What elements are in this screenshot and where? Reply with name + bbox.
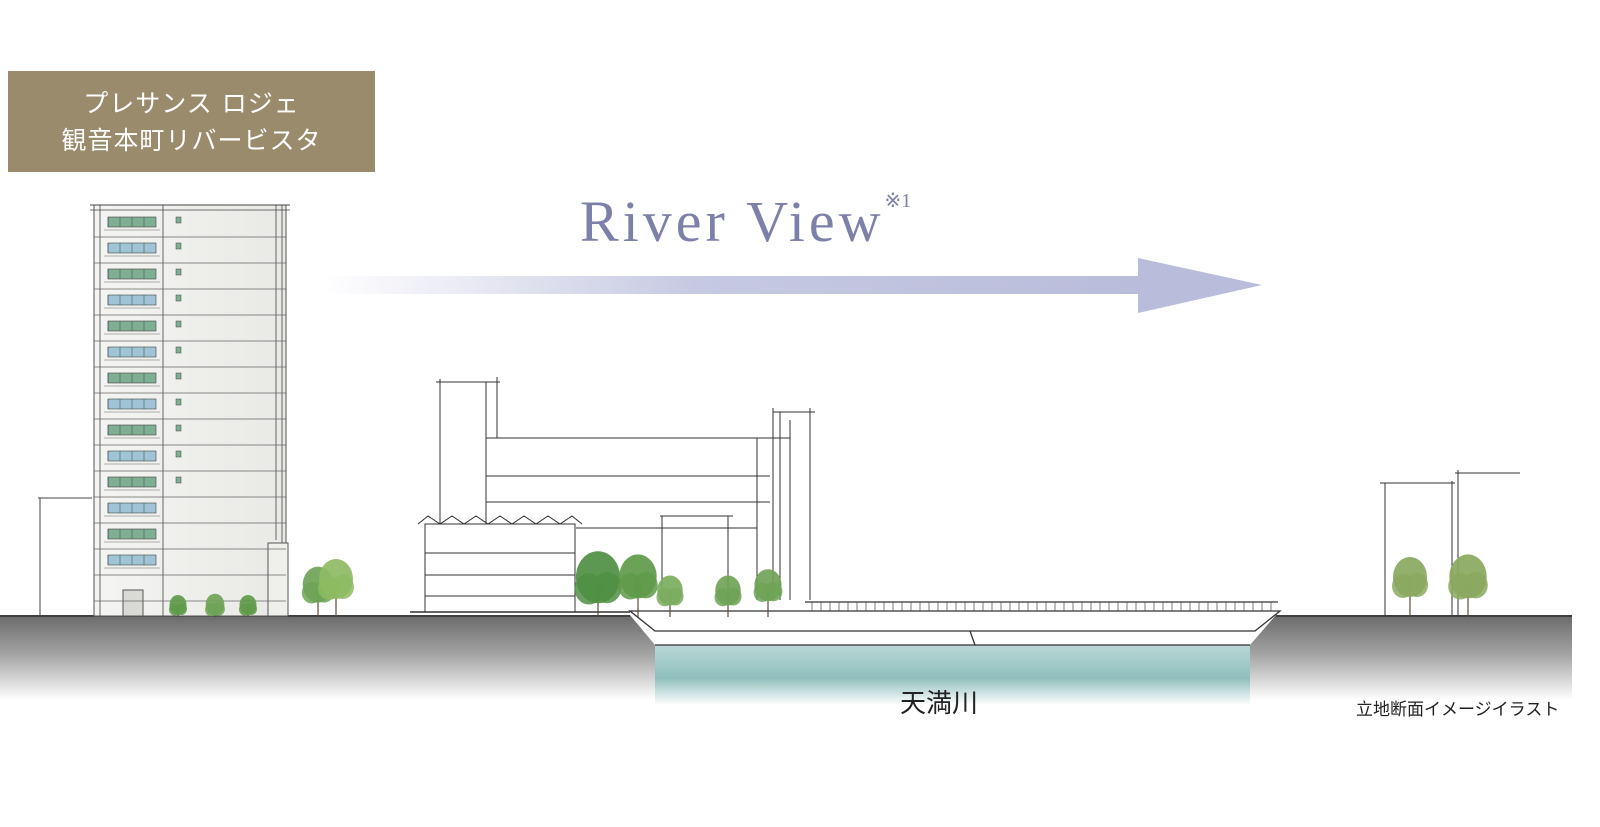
footnote-mark: ※1 [884, 189, 912, 212]
tower-window [104, 502, 160, 517]
tower-window [104, 346, 182, 361]
tree [318, 559, 354, 617]
river-view-text: River View [580, 189, 885, 254]
tower-window [104, 320, 182, 335]
river-view-headline: River View※1 [580, 188, 911, 255]
tree [753, 569, 783, 617]
tower-window [104, 242, 182, 257]
tree [239, 595, 257, 617]
tree [574, 551, 622, 617]
tower-window [104, 268, 182, 283]
tree [656, 575, 684, 617]
tower-window [104, 450, 182, 465]
illustration-caption: 立地断面イメージイラスト [1356, 700, 1560, 720]
river-view-arrow [322, 258, 1262, 313]
tower-window [104, 424, 182, 439]
tree [1448, 554, 1488, 617]
tower-window [104, 554, 160, 569]
tree [1392, 557, 1428, 617]
trees [169, 551, 1488, 617]
factory-building [410, 377, 815, 613]
tower-building [90, 204, 290, 617]
left-building-outline [38, 497, 92, 616]
tree [205, 593, 225, 617]
river-label: 天満川 [900, 689, 979, 719]
tree [169, 595, 187, 617]
tower-window [104, 216, 182, 231]
river-water [655, 645, 1250, 705]
property-name-line1: プレサンス ロジェ [83, 88, 300, 118]
property-name-box: プレサンス ロジェ 観音本町リバービスタ [8, 71, 375, 172]
tree [714, 575, 742, 617]
tower-window [104, 372, 182, 387]
property-name-line2: 観音本町リバービスタ [61, 125, 322, 155]
tower-window [104, 476, 182, 491]
tower-window [104, 294, 182, 309]
tower-window [104, 398, 182, 413]
bridge [628, 601, 1282, 646]
tower-window [104, 528, 160, 543]
tree [618, 554, 658, 617]
